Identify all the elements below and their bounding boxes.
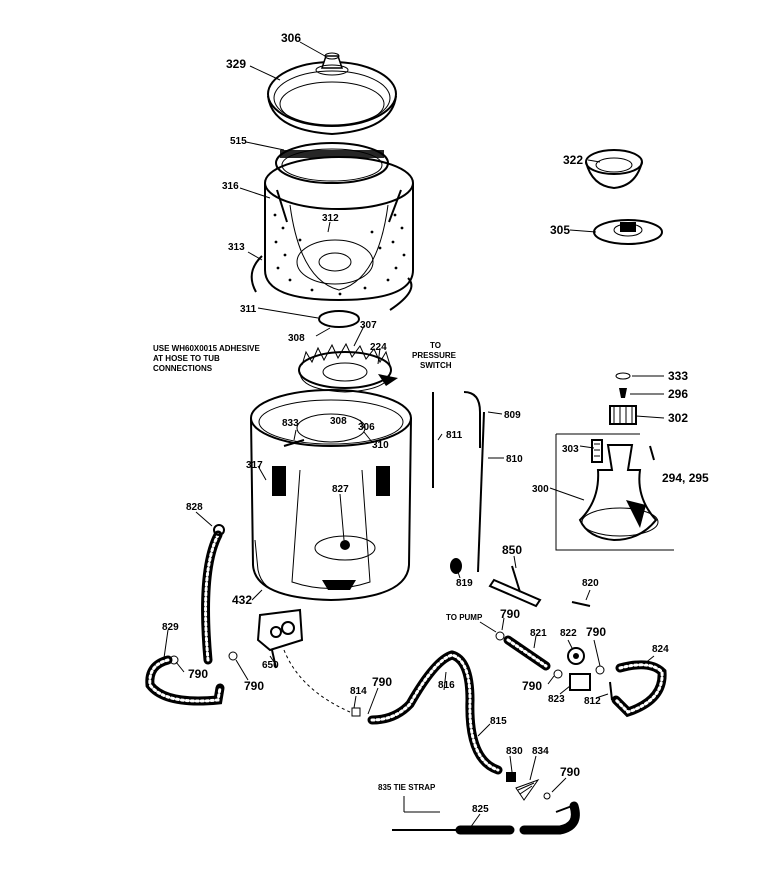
hose-829 (145, 655, 225, 706)
pump-650 (256, 608, 304, 669)
agitator-bracket (555, 433, 674, 551)
label-830: 830 (506, 746, 523, 757)
hose-810 (477, 411, 485, 573)
tub-clamp-833 (283, 439, 305, 447)
basket-clip-313 (250, 255, 263, 293)
agitator-cap-322 (585, 149, 643, 190)
label-790-b: 790 (244, 679, 264, 693)
cover-knob (315, 52, 349, 76)
note-pressure-line3: SWITCH (420, 361, 452, 370)
agitator-cap-305 (593, 219, 663, 245)
label-790-f: 790 (372, 675, 392, 689)
label-827: 827 (332, 484, 349, 495)
label-822: 822 (560, 628, 577, 639)
agitator-parts-333-296-302 (609, 372, 637, 425)
label-294-295: 294, 295 (662, 471, 709, 485)
label-790-c: 790 (500, 607, 520, 621)
tube-812 (609, 681, 613, 701)
label-850: 850 (502, 543, 522, 557)
label-790-d: 790 (586, 625, 606, 639)
label-834: 834 (532, 746, 549, 757)
pump-link-dashed (283, 649, 351, 713)
label-821: 821 (530, 628, 547, 639)
basket-gasket (318, 310, 360, 328)
label-313: 313 (228, 242, 245, 253)
note-adhesive-line1: USE WH60X0015 ADHESIVE (153, 344, 261, 353)
label-833: 833 (282, 418, 299, 429)
to-pump-line (479, 621, 497, 633)
bracket-850 (488, 565, 542, 608)
label-824: 824 (652, 644, 669, 655)
valve-822-823 (567, 647, 591, 691)
label-825: 825 (472, 804, 489, 815)
note-to-pump: TO PUMP (446, 613, 483, 622)
label-811: 811 (446, 430, 463, 441)
note-pressure-line1: TO (430, 341, 441, 350)
label-790-e: 790 (522, 679, 542, 693)
label-823: 823 (548, 694, 565, 705)
label-296: 296 (668, 387, 688, 401)
label-310: 310 (372, 440, 389, 451)
hose-809 (463, 391, 481, 448)
wash-basket (264, 156, 414, 302)
label-829: 829 (162, 622, 179, 633)
label-812: 812 (584, 696, 601, 707)
label-302: 302 (668, 411, 688, 425)
hose-821 (503, 635, 551, 671)
hose-815-816 (367, 650, 503, 775)
label-814: 814 (350, 686, 367, 697)
label-305: 305 (550, 223, 570, 237)
tub-cover (267, 61, 397, 136)
tie-strap-835 (403, 796, 440, 813)
leader-lines (163, 41, 665, 829)
hose-824 (611, 660, 667, 718)
parts-814-830-834 (351, 707, 540, 801)
label-306-top: 306 (281, 31, 301, 45)
label-816: 816 (438, 680, 455, 691)
basket-hub (298, 342, 398, 393)
label-790-g: 790 (560, 765, 580, 779)
text-notes: USE WH60X0015 ADHESIVE AT HOSE TO TUB CO… (153, 341, 483, 792)
clip-820 (571, 601, 591, 607)
part-labels: 306 329 515 316 312 313 311 308 307 224 … (162, 31, 709, 815)
label-311: 311 (240, 304, 257, 315)
note-adhesive-line3: CONNECTIONS (153, 364, 213, 373)
label-432: 432 (232, 593, 252, 607)
label-820: 820 (582, 578, 599, 589)
note-tie-strap: 835 TIE STRAP (378, 783, 436, 792)
label-300: 300 (532, 484, 549, 495)
label-828: 828 (186, 502, 203, 513)
label-306-mid: 306 (358, 422, 375, 433)
outer-tub (250, 389, 412, 602)
label-819: 819 (456, 578, 473, 589)
label-316: 316 (222, 181, 239, 192)
label-322: 322 (563, 153, 583, 167)
label-308-mid: 308 (330, 416, 347, 427)
label-815: 815 (490, 716, 507, 727)
label-333: 333 (668, 369, 688, 383)
label-329: 329 (226, 57, 246, 71)
label-308-top: 308 (288, 333, 305, 344)
basket-hose-right (389, 277, 413, 311)
hose-828 (201, 524, 225, 665)
label-312: 312 (322, 213, 339, 224)
label-809: 809 (504, 410, 521, 421)
agitator-300 (578, 439, 659, 542)
plug-819 (450, 558, 462, 574)
label-650: 650 (262, 660, 279, 671)
note-adhesive-line2: AT HOSE TO TUB (153, 354, 220, 363)
label-303: 303 (562, 444, 579, 455)
note-pressure-line2: PRESSURE (412, 351, 457, 360)
label-307: 307 (360, 320, 377, 331)
label-317: 317 (246, 460, 263, 471)
hose-825 (392, 801, 580, 835)
label-224: 224 (370, 342, 387, 353)
label-810: 810 (506, 454, 523, 465)
label-790-a: 790 (188, 667, 208, 681)
label-515: 515 (230, 136, 247, 147)
